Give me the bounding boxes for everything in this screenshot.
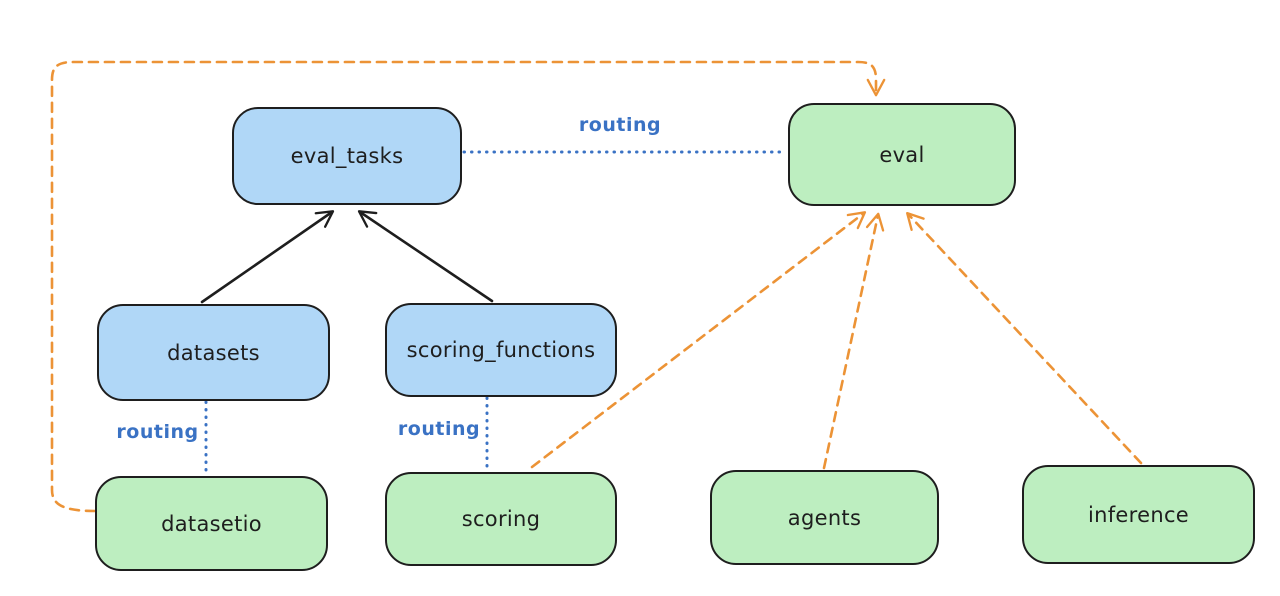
node-scoring: scoring: [385, 472, 617, 566]
node-eval-tasks: eval_tasks: [232, 107, 462, 205]
node-agents-label: agents: [787, 505, 862, 530]
node-datasets-label: datasets: [167, 340, 260, 365]
edge-datasetio-to-eval: [50, 60, 886, 513]
edge-inference-to-eval: [906, 211, 1143, 465]
edge-datasets-to-eval-tasks: [200, 210, 335, 304]
node-agents: agents: [710, 470, 939, 565]
routing-label-eval-tasks-eval: routing: [578, 114, 662, 136]
node-datasetio-label: datasetio: [161, 511, 262, 536]
node-inference-label: inference: [1087, 502, 1190, 527]
routing-label-scoringfns-scoring: routing: [397, 418, 481, 440]
edge-scoring-to-eval: [530, 211, 867, 469]
edge-agents-to-eval: [822, 212, 885, 470]
node-eval: eval: [788, 103, 1016, 206]
node-datasetio: datasetio: [95, 476, 328, 571]
node-inference: inference: [1022, 465, 1255, 564]
edge-scoring-functions-to-eval-tasks: [357, 210, 494, 303]
node-scoring-functions-label: scoring_functions: [406, 338, 596, 362]
node-eval-label: eval: [879, 142, 925, 167]
node-eval-tasks-label: eval_tasks: [290, 144, 404, 168]
node-scoring-functions: scoring_functions: [385, 303, 617, 397]
routing-label-datasets-datasetio: routing: [116, 421, 199, 443]
node-scoring-label: scoring: [461, 507, 541, 531]
node-datasets: datasets: [97, 304, 330, 401]
